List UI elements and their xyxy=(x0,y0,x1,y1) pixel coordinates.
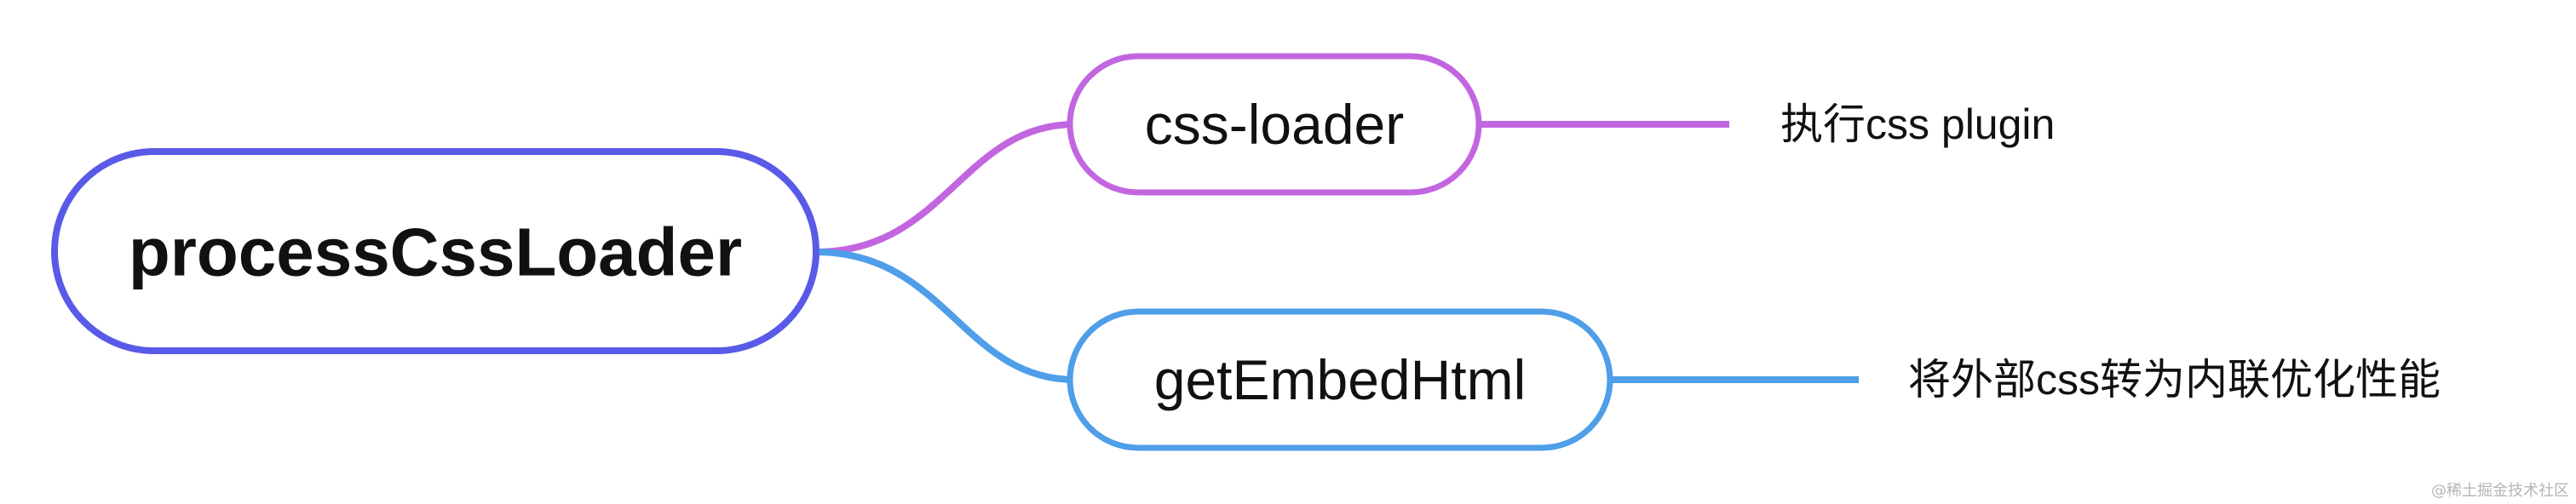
branch-node-get-embed-html-box xyxy=(1067,308,1613,451)
root-node-box xyxy=(51,148,819,354)
branch-node-get-embed-html[interactable]: getEmbedHtml xyxy=(1067,308,1613,451)
leaf-get-embed-html-text[interactable]: 将外部css转为内联优化性能 xyxy=(1908,356,2441,404)
leaf-css-loader-text[interactable]: 执行css plugin xyxy=(1780,100,2055,148)
watermark-text: @稀土掘金技术社区 xyxy=(2431,482,2569,500)
connector-root-to-css-loader xyxy=(813,121,1078,255)
branch-node-css-loader[interactable]: css-loader xyxy=(1067,53,1482,196)
branch-node-css-loader-label: css-loader xyxy=(1145,93,1404,156)
branch-node-get-embed-html-label: getEmbedHtml xyxy=(1154,348,1527,411)
root-node[interactable]: processCssLoader xyxy=(51,148,819,354)
branch-node-css-loader-box xyxy=(1067,53,1482,196)
root-node-label: processCssLoader xyxy=(129,215,742,290)
connector-root-to-get-embed-html xyxy=(813,249,1078,383)
